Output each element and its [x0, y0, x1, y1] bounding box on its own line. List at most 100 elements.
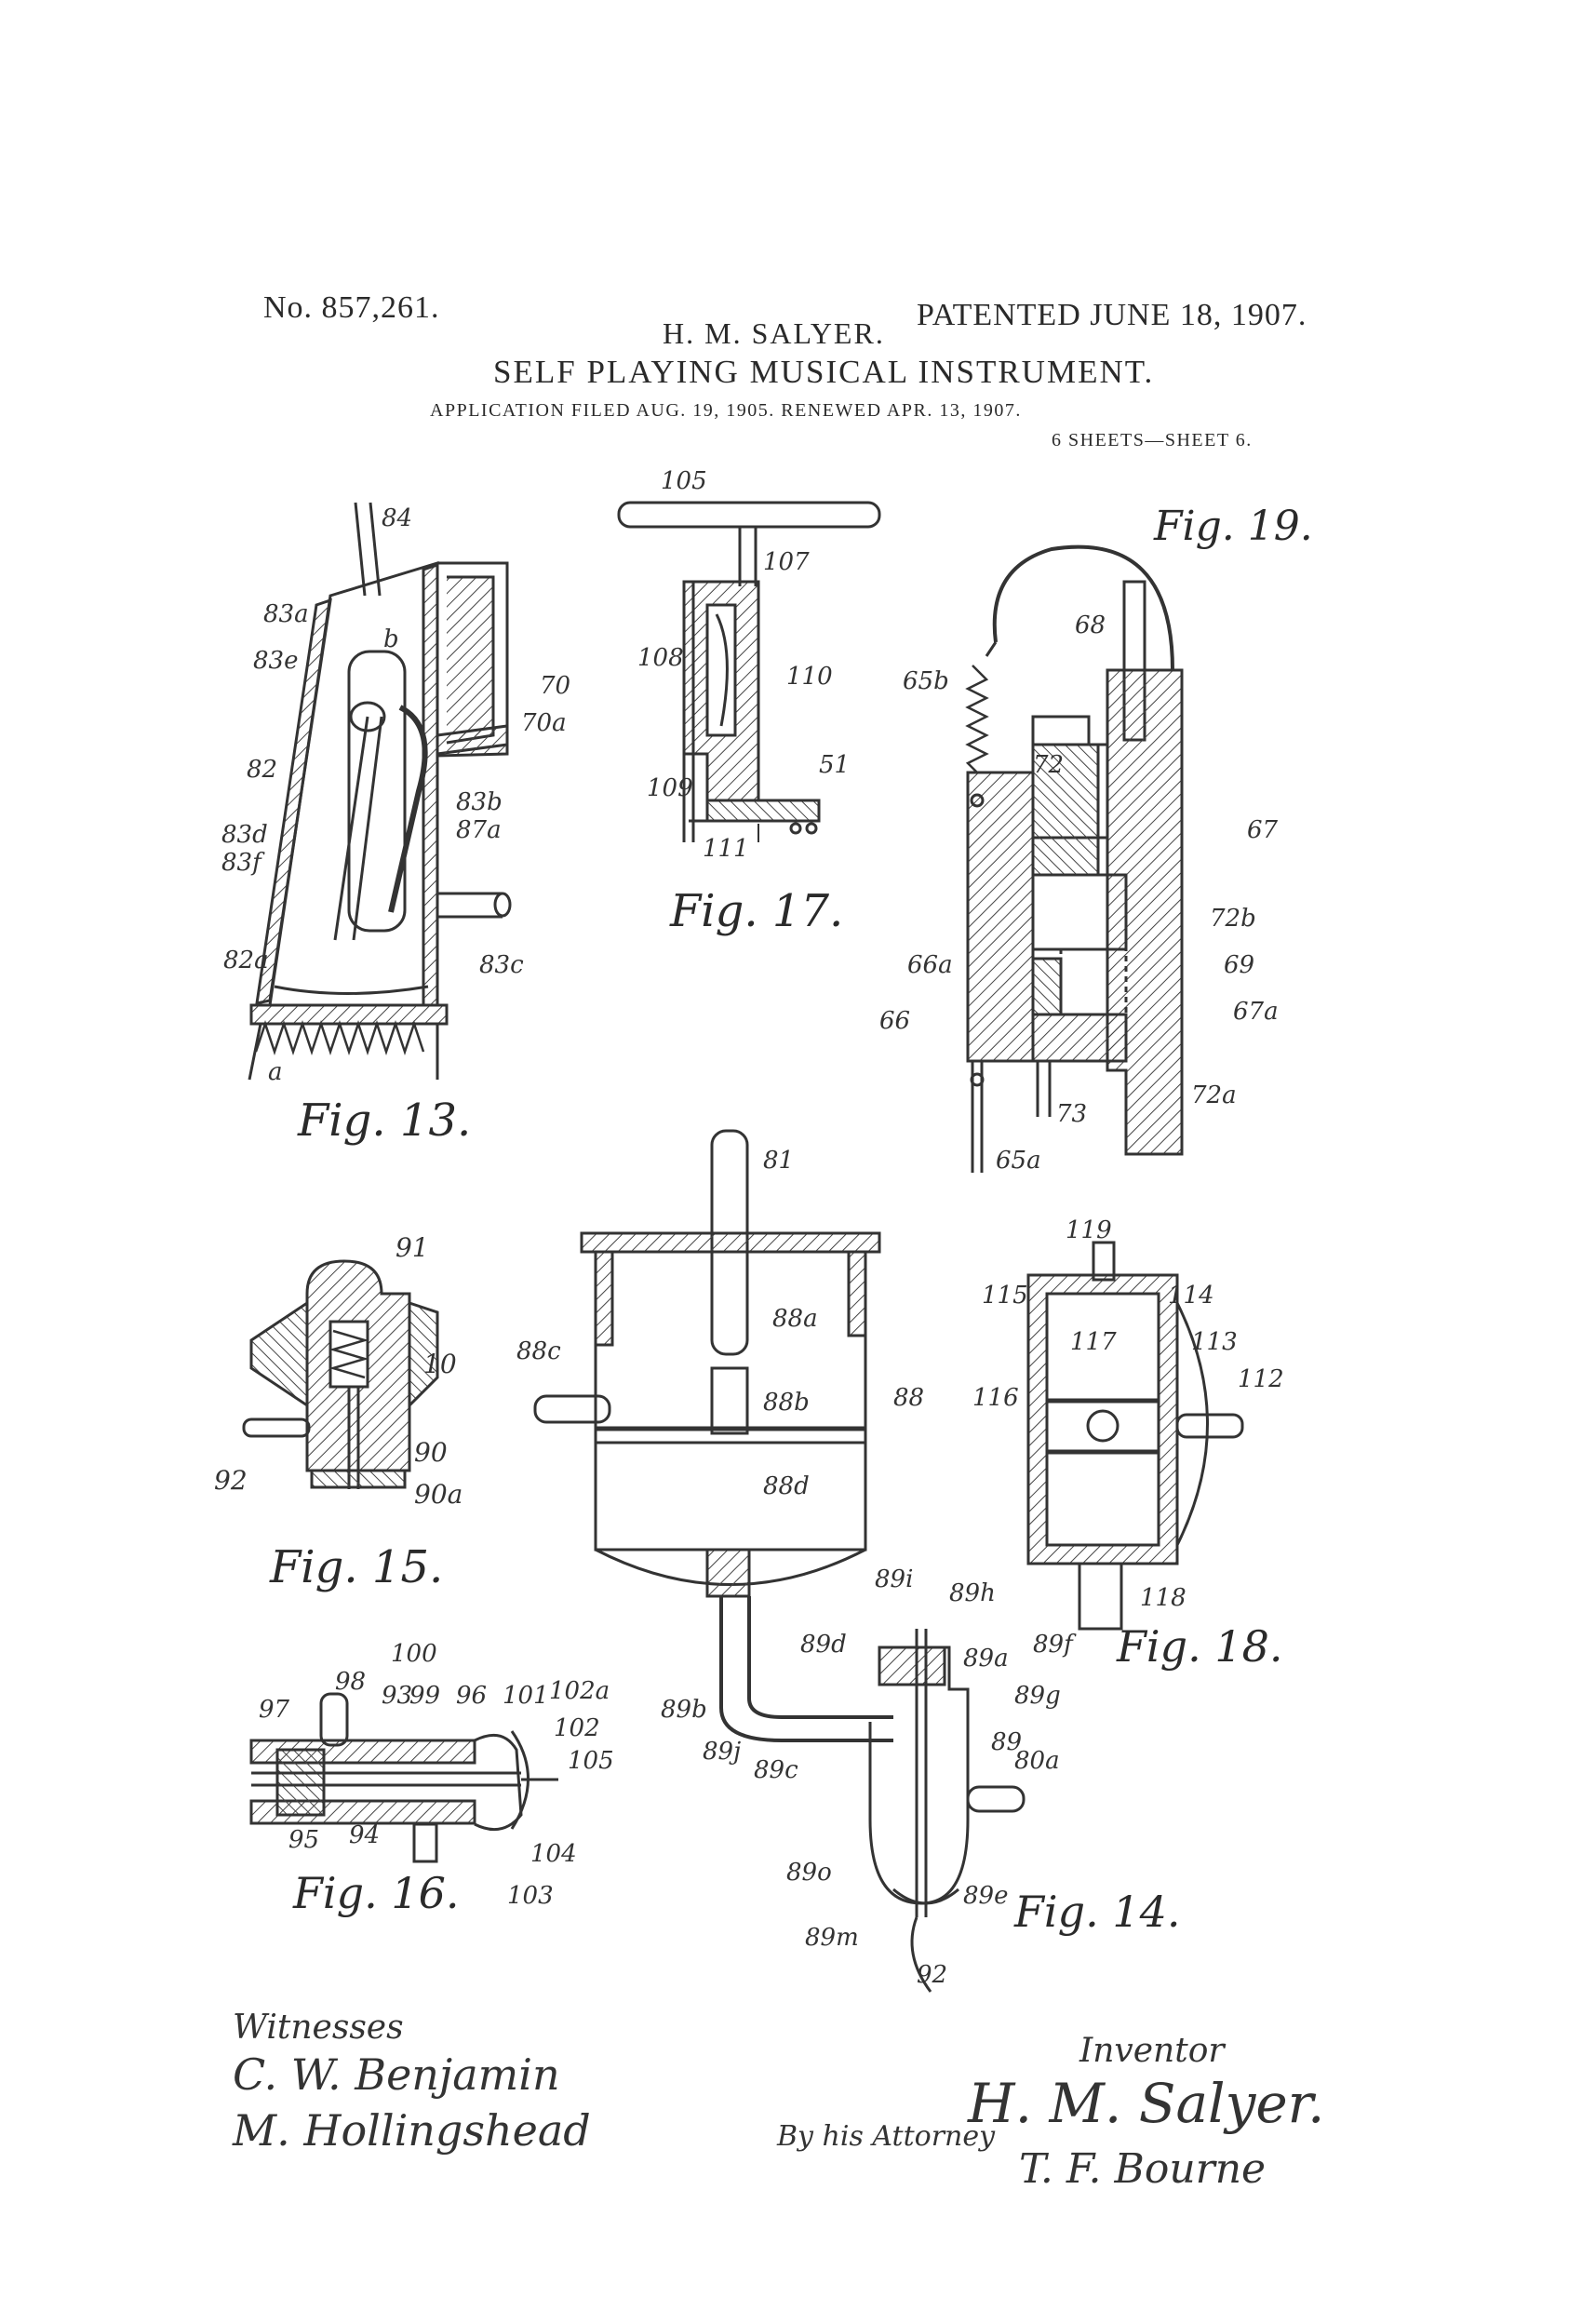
- fig16-label-98: 98: [335, 1668, 366, 1696]
- inventor-label: Inventor: [1079, 2032, 1226, 2070]
- fig17-label-109: 109: [647, 774, 693, 802]
- fig19-label-67: 67: [1247, 816, 1279, 844]
- fig19-label-72: 72: [1033, 751, 1064, 779]
- fig16-label-95: 95: [288, 1826, 319, 1854]
- fig18-caption: Fig. 18.: [1116, 1621, 1282, 1672]
- fig15-label-90: 90: [414, 1437, 448, 1468]
- fig19-label-65b: 65b: [903, 667, 949, 695]
- fig15-caption: Fig. 15.: [269, 1541, 443, 1593]
- fig14-label-89e: 89e: [963, 1882, 1008, 1910]
- fig14-label-89c: 89c: [754, 1756, 798, 1784]
- fig16-label-102: 102: [554, 1714, 600, 1742]
- fig19-label-68: 68: [1075, 611, 1106, 639]
- fig13-label-83b: 83b: [456, 788, 503, 816]
- fig17-labels: 105 107 108 110 109 51 111: [637, 467, 850, 863]
- fig16-label-102a: 102a: [549, 1677, 610, 1705]
- fig18-label-113: 113: [1191, 1328, 1238, 1356]
- fig14-label-88: 88: [893, 1384, 924, 1412]
- fig19-label-72b: 72b: [1210, 905, 1256, 933]
- fig14-label-89a: 89a: [963, 1645, 1009, 1672]
- fig13-label-82a: 82a: [223, 947, 269, 974]
- fig18-label-118: 118: [1140, 1584, 1186, 1612]
- fig16-label-99: 99: [409, 1682, 440, 1710]
- fig14-label-89m: 89m: [805, 1924, 859, 1952]
- fig14-label-88a: 88a: [772, 1305, 818, 1333]
- attorney-signature: T. F. Bourne: [1019, 2145, 1266, 2193]
- fig13-label-83e: 83e: [253, 647, 298, 675]
- fig14-caption: Fig. 14.: [1013, 1887, 1180, 1937]
- witness-1-signature: C. W. Benjamin: [233, 2049, 560, 2100]
- figure-19: [965, 544, 1184, 1173]
- fig14-label-89d: 89d: [800, 1631, 847, 1659]
- fig19-caption: Fig. 19.: [1153, 503, 1313, 550]
- sheet-count: 6 SHEETS—SHEET 6.: [1052, 430, 1253, 450]
- patent-number: No. 857,261.: [263, 290, 440, 325]
- figure-17: [617, 501, 881, 842]
- figure-13: [248, 502, 512, 1081]
- witnesses-label: Witnesses: [233, 2008, 404, 2047]
- fig13-label-70: 70: [540, 672, 570, 700]
- witness-2-signature: M. Hollingshead: [232, 2105, 591, 2156]
- fig16-label-101: 101: [503, 1682, 549, 1710]
- fig16-label-105: 105: [568, 1747, 614, 1775]
- fig16-label-94: 94: [349, 1821, 380, 1849]
- fig14-label-89j: 89j: [703, 1738, 741, 1766]
- fig14-label-89i: 89i: [875, 1565, 913, 1593]
- fig18-label-112: 112: [1238, 1365, 1284, 1393]
- fig16-label-96: 96: [456, 1682, 487, 1710]
- fig18-label-115: 115: [982, 1282, 1028, 1310]
- fig18-label-117: 117: [1070, 1328, 1117, 1356]
- fig13-label-83c: 83c: [479, 951, 524, 979]
- patented-date: PATENTED JUNE 18, 1907.: [917, 298, 1307, 332]
- fig17-label-107: 107: [763, 548, 810, 576]
- fig13-caption: Fig. 13.: [297, 1095, 471, 1147]
- fig13-label-83d: 83d: [221, 821, 268, 849]
- fig17-label-111: 111: [703, 835, 749, 863]
- fig17-label-51: 51: [819, 751, 850, 779]
- fig15-labels: 91 10 92 90 90a: [214, 1232, 463, 1510]
- fig14-label-89o: 89o: [786, 1859, 832, 1887]
- fig17-label-110: 110: [786, 663, 833, 691]
- fig17-caption: Fig. 17.: [669, 885, 843, 937]
- fig19-label-72a: 72a: [1191, 1081, 1237, 1109]
- fig14-label-89g: 89g: [1014, 1682, 1061, 1710]
- fig18-label-119: 119: [1066, 1216, 1112, 1244]
- fig15-label-10: 10: [423, 1349, 457, 1379]
- fig13-labels: 84 83a 83e b 70 70a 82 83b 83d 87a 83f 8…: [221, 504, 570, 1086]
- fig14-label-92: 92: [917, 1961, 947, 1989]
- fig15-label-91: 91: [396, 1232, 429, 1263]
- fig14-label-89: 89: [991, 1728, 1022, 1756]
- fig19-label-65a: 65a: [996, 1147, 1041, 1175]
- fig15-label-90a: 90a: [414, 1479, 463, 1510]
- fig13-label-a: a: [268, 1058, 283, 1086]
- fig16-label-97: 97: [259, 1696, 290, 1724]
- fig14-label-89h: 89h: [949, 1579, 996, 1607]
- figure-14: [533, 1129, 1026, 1993]
- fig13-label-87a: 87a: [456, 816, 502, 844]
- fig18-label-114: 114: [1168, 1282, 1214, 1310]
- fig14-label-89b: 89b: [661, 1696, 707, 1724]
- fig16-label-100: 100: [391, 1640, 437, 1668]
- fig18-label-116: 116: [972, 1384, 1019, 1412]
- figure-15: [242, 1259, 439, 1489]
- fig14-label-88c: 88c: [516, 1337, 561, 1365]
- fig13-label-82: 82: [247, 756, 277, 784]
- fig16-label-104: 104: [530, 1840, 577, 1868]
- inventor-signature: H. M. Salyer.: [967, 2072, 1324, 2135]
- fig13-label-83f: 83f: [221, 849, 265, 877]
- fig17-label-108: 108: [637, 644, 684, 672]
- figure-18: [1026, 1241, 1244, 1631]
- fig14-label-81: 81: [763, 1147, 794, 1175]
- fig19-label-66a: 66a: [907, 951, 953, 979]
- fig19-labels: 68 65b 72 67 72b 66a 69 66 67a 72a 73 65…: [879, 611, 1279, 1175]
- inventor-name: H. M. SALYER.: [663, 316, 885, 350]
- attorney-label: By his Attorney: [776, 2120, 996, 2153]
- fig16-caption: Fig. 16.: [292, 1868, 459, 1918]
- fig13-label-b: b: [383, 625, 399, 653]
- fig19-label-73: 73: [1056, 1100, 1087, 1128]
- fig13-label-70a: 70a: [521, 709, 567, 737]
- figure-16: [249, 1692, 558, 1863]
- fig14-label-88b: 88b: [763, 1389, 810, 1417]
- fig15-label-92: 92: [214, 1465, 248, 1496]
- fig16-label-93: 93: [382, 1682, 412, 1710]
